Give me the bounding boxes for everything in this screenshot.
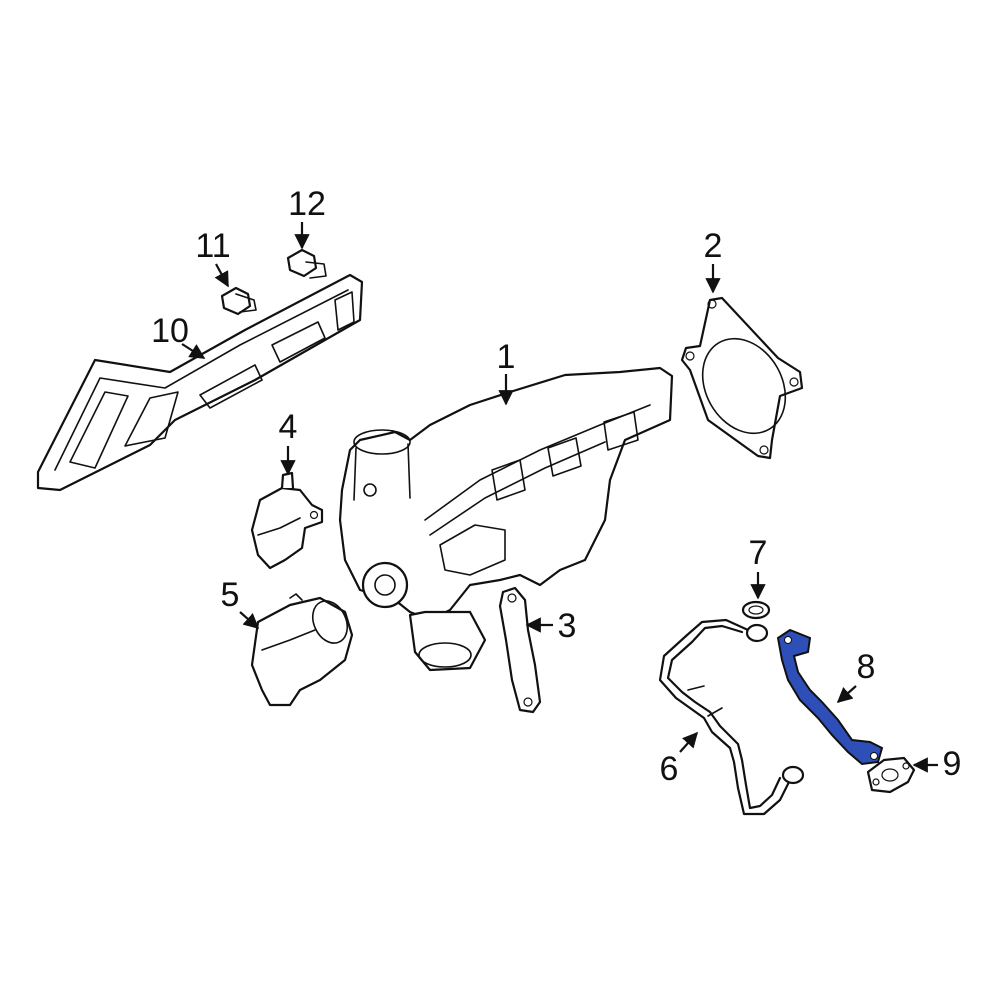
- callouts: 1 2 3 4 5 6 7 8 9 10 11 12: [151, 185, 961, 788]
- flange-gasket-part[interactable]: [866, 756, 916, 794]
- callout-11: 11: [195, 227, 230, 265]
- callout-9: 9: [943, 745, 962, 783]
- callout-4: 4: [279, 408, 298, 446]
- turbocharger-part[interactable]: [338, 366, 674, 672]
- callout-5: 5: [221, 576, 240, 614]
- callout-12: 12: [288, 185, 326, 223]
- callout-3: 3: [558, 607, 577, 645]
- oil-line-part[interactable]: [658, 618, 805, 816]
- callout-2: 2: [704, 227, 723, 265]
- callout-7: 7: [749, 534, 768, 572]
- oil-return-pipe-part[interactable]: [776, 628, 884, 766]
- seal-ring-part[interactable]: [741, 600, 771, 620]
- actuator-part[interactable]: [250, 593, 354, 707]
- stud-12-part[interactable]: [286, 248, 327, 279]
- bracket-part[interactable]: [498, 586, 542, 714]
- turbo-gasket-part[interactable]: [680, 296, 804, 460]
- callout-1: 1: [497, 338, 516, 376]
- solenoid-valve-part[interactable]: [250, 471, 324, 570]
- callout-8: 8: [857, 648, 876, 686]
- callout-6: 6: [660, 750, 679, 788]
- heat-shield-part[interactable]: [36, 273, 364, 492]
- bolt-11-part[interactable]: [220, 286, 257, 316]
